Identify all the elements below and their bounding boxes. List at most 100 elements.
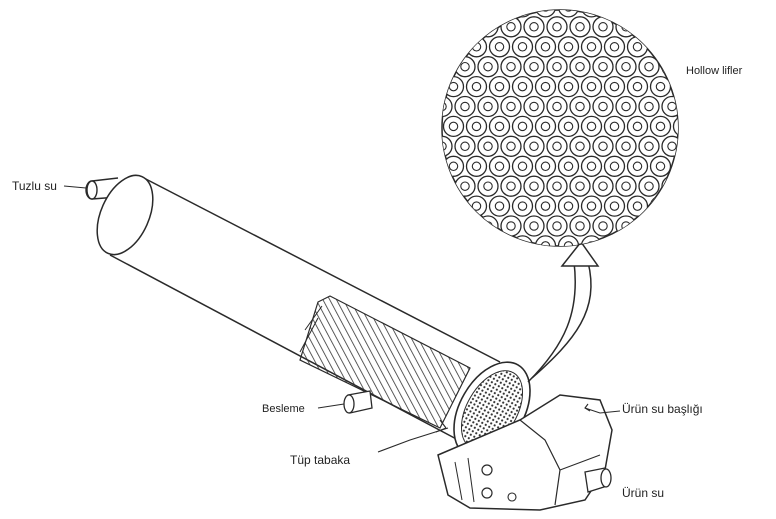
hollow-fiber-lumen bbox=[587, 43, 595, 51]
hollow-fiber-lumen bbox=[484, 142, 492, 150]
hollow-fiber-lumen bbox=[472, 82, 480, 90]
hollow-fiber-lumen bbox=[553, 142, 561, 150]
hollow-fiber-lumen bbox=[495, 162, 503, 170]
hollow-fiber-lumen bbox=[610, 122, 618, 130]
hollow-fiber-lumen bbox=[495, 202, 503, 210]
hollow-fiber-lumen bbox=[518, 122, 526, 130]
hollow-fiber-lumen bbox=[553, 222, 561, 230]
hollow-fiber-lumen bbox=[610, 43, 618, 51]
hollow-fiber-lumen bbox=[507, 23, 515, 31]
hollow-fiber-cell bbox=[513, 236, 533, 256]
hollow-fiber-lumen bbox=[645, 62, 653, 70]
hollow-fiber-cell bbox=[513, 0, 533, 17]
hollow-fiber-lumen bbox=[484, 222, 492, 230]
hollow-fiber-lumen bbox=[530, 142, 538, 150]
hollow-fiber-lumen bbox=[610, 202, 618, 210]
zoom-arrow bbox=[528, 242, 598, 382]
hollow-fiber-lumen bbox=[633, 43, 641, 51]
hollow-fiber-lumen bbox=[622, 62, 630, 70]
hollow-fiber-lumen bbox=[633, 122, 641, 130]
hollow-fiber-lumen bbox=[668, 62, 676, 70]
hollow-fiber-lumen bbox=[576, 23, 584, 31]
hollow-fiber-cell bbox=[559, 0, 579, 17]
hollow-fiber-lumen bbox=[472, 122, 480, 130]
hollow-fiber-cell bbox=[651, 196, 671, 216]
hollow-fiber-lumen bbox=[576, 182, 584, 190]
hollow-fiber-lumen bbox=[599, 222, 607, 230]
hollow-fiber-lumen bbox=[507, 222, 515, 230]
hollow-fiber-lumen bbox=[587, 3, 595, 11]
hollow-fiber-lumen bbox=[645, 102, 653, 110]
hollow-fiber-lumen bbox=[656, 122, 664, 130]
hollow-fiber-lumen bbox=[541, 43, 549, 51]
hollow-fiber-lumen bbox=[587, 202, 595, 210]
hollow-fiber-lumen bbox=[530, 23, 538, 31]
hollow-fiber-lumen bbox=[599, 182, 607, 190]
hollow-fiber-lumen bbox=[633, 202, 641, 210]
hollow-fiber-lumen bbox=[610, 82, 618, 90]
hollow-fiber-lumen bbox=[610, 162, 618, 170]
hollow-fiber-lumen bbox=[587, 122, 595, 130]
hollow-fiber-lumen bbox=[599, 142, 607, 150]
tube-sheet-label: Tüp tabaka bbox=[290, 453, 350, 467]
hollow-fiber-lumen bbox=[449, 162, 457, 170]
hollow-fiber-magnified-view bbox=[432, 0, 694, 256]
hollow-fiber-lumen bbox=[576, 142, 584, 150]
hollow-fiber-lumen bbox=[633, 162, 641, 170]
product-header-label: Ürün su başlığı bbox=[622, 402, 703, 416]
hollow-fiber-cell bbox=[674, 116, 694, 136]
hollow-fiber-lumen bbox=[656, 202, 664, 210]
product-water-label: Ürün su bbox=[622, 486, 664, 500]
hollow-fiber-lumen bbox=[587, 162, 595, 170]
hollow-fiber-lumen bbox=[530, 62, 538, 70]
hollow-fiber-lumen bbox=[484, 62, 492, 70]
hollow-fiber-cell bbox=[536, 0, 556, 17]
hollow-fiber-lumen bbox=[668, 102, 676, 110]
hollow-fiber-lumen bbox=[541, 202, 549, 210]
hollow-fiber-cell bbox=[616, 17, 636, 37]
hollow-fiber-lumen bbox=[622, 102, 630, 110]
hollow-fiber-lumen bbox=[679, 122, 687, 130]
hollow-fiber-lumen bbox=[587, 82, 595, 90]
hollow-fiber-lumen bbox=[530, 182, 538, 190]
hollow-fiber-lumen bbox=[576, 62, 584, 70]
hollow-fiber-lumen bbox=[507, 142, 515, 150]
hollow-fiber-lumen bbox=[599, 102, 607, 110]
hollow-fiber-cell bbox=[582, 0, 602, 17]
hollow-fiber-lumen bbox=[518, 82, 526, 90]
hollow-fiber-lumen bbox=[645, 142, 653, 150]
hollow-fiber-lumen bbox=[495, 122, 503, 130]
hollow-fiber-lumen bbox=[461, 102, 469, 110]
hollow-fiber-lumen bbox=[576, 222, 584, 230]
hollow-fiber-cell bbox=[478, 216, 498, 236]
hollow-fiber-lumen bbox=[622, 142, 630, 150]
hollow-fiber-lumen bbox=[472, 162, 480, 170]
hollow-fiber-lumen bbox=[530, 222, 538, 230]
hollow-fiber-lumen bbox=[564, 122, 572, 130]
hollow-fiber-lumen bbox=[518, 43, 526, 51]
hollow-fiber-lumen bbox=[553, 62, 561, 70]
hollow-fiber-cell bbox=[432, 97, 452, 117]
hollow-fiber-lumen bbox=[645, 182, 653, 190]
hollow-fiber-lumen bbox=[541, 162, 549, 170]
hollow-fiber-lumen bbox=[668, 142, 676, 150]
hollow-fiber-lumen bbox=[599, 23, 607, 31]
hollow-fiber-lumen bbox=[553, 102, 561, 110]
hollow-fiber-lumen bbox=[564, 82, 572, 90]
hollow-fiber-lumen bbox=[518, 3, 526, 11]
hollow-fiber-cell bbox=[662, 176, 682, 196]
hollow-fiber-lumen bbox=[484, 182, 492, 190]
hollow-fiber-lumen bbox=[564, 162, 572, 170]
hollow-fiber-lumen bbox=[461, 182, 469, 190]
hollow-fiber-lumen bbox=[438, 142, 446, 150]
hollow-fiber-lumen bbox=[564, 43, 572, 51]
hollow-fiber-lumen bbox=[495, 43, 503, 51]
hollow-fiber-lumen bbox=[541, 122, 549, 130]
hollow-fiber-lumen bbox=[518, 242, 526, 250]
hollow-fiber-lumen bbox=[668, 182, 676, 190]
hollow-fiber-lumen bbox=[541, 82, 549, 90]
hollow-fiber-lumen bbox=[484, 23, 492, 31]
hollow-fiber-lumen bbox=[599, 62, 607, 70]
hollow-fiber-lumen bbox=[495, 82, 503, 90]
hollow-fiber-lumen bbox=[553, 182, 561, 190]
